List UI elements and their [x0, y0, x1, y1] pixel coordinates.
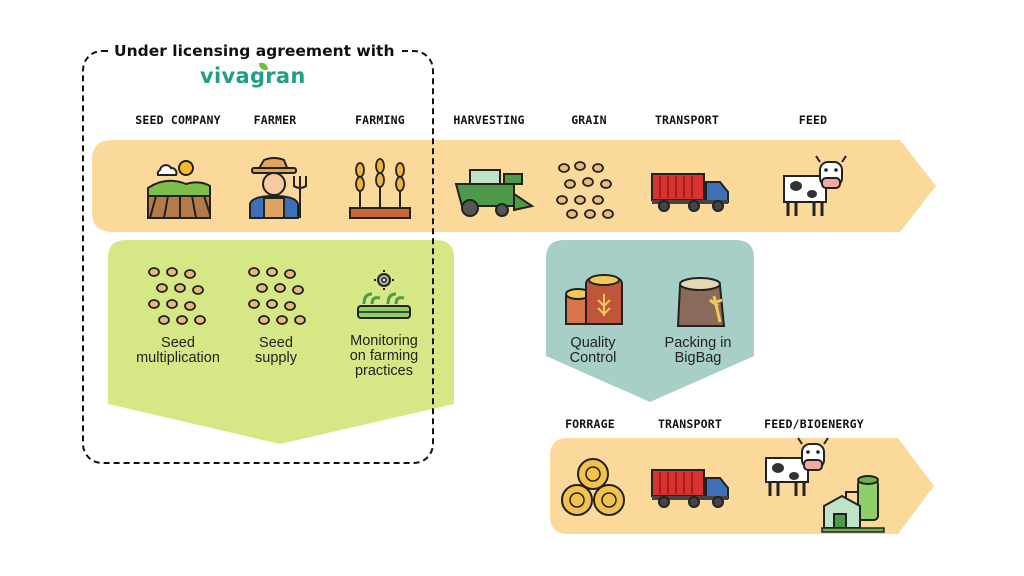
caption-quality-control: Quality Control [569, 335, 617, 366]
truck-icon [651, 173, 729, 212]
caption-seed-supply: Seed supply [255, 335, 297, 366]
label-feed: FEED [798, 113, 828, 127]
farmer-icon [249, 157, 307, 219]
seed-multiplication-icon [148, 267, 206, 325]
combine-harvester-icon [454, 169, 535, 217]
label-farmer: FARMER [253, 113, 297, 127]
label-lower-transport: TRANSPORT [657, 417, 723, 431]
label-transport: TRANSPORT [654, 113, 720, 127]
label-feed-bioenergy: FEED/BIOENERGY [764, 417, 864, 431]
caption-seed-multiplication: Seed multiplication [136, 335, 220, 366]
wheat-field-icon [349, 158, 411, 219]
grain-sacks-icon [565, 274, 623, 325]
grain-icon [556, 161, 614, 219]
label-seed-company: SEED COMPANY [135, 113, 221, 127]
seed-supply-icon [248, 267, 306, 325]
label-forrage: FORRAGE [565, 417, 615, 431]
hay-bales-icon [561, 458, 625, 516]
caption-monitoring: Monitoring on farming practices [349, 333, 419, 379]
biogas-plant-icon [821, 475, 885, 533]
lower-truck-icon [651, 469, 729, 508]
vivagran-logo: vivagran [200, 64, 306, 88]
label-grain: GRAIN [571, 113, 607, 127]
bigbag-icon [676, 277, 726, 327]
cow-icon [783, 155, 847, 216]
crop-monitoring-icon [357, 270, 411, 319]
field-icon [147, 160, 211, 219]
caption-packing-bigbag: Packing in BigBag [664, 335, 732, 366]
label-farming: FARMING [355, 113, 405, 127]
licensing-title: Under licensing agreement with [108, 42, 401, 60]
lower-cow-icon [765, 437, 829, 496]
label-harvesting: HARVESTING [453, 113, 525, 127]
